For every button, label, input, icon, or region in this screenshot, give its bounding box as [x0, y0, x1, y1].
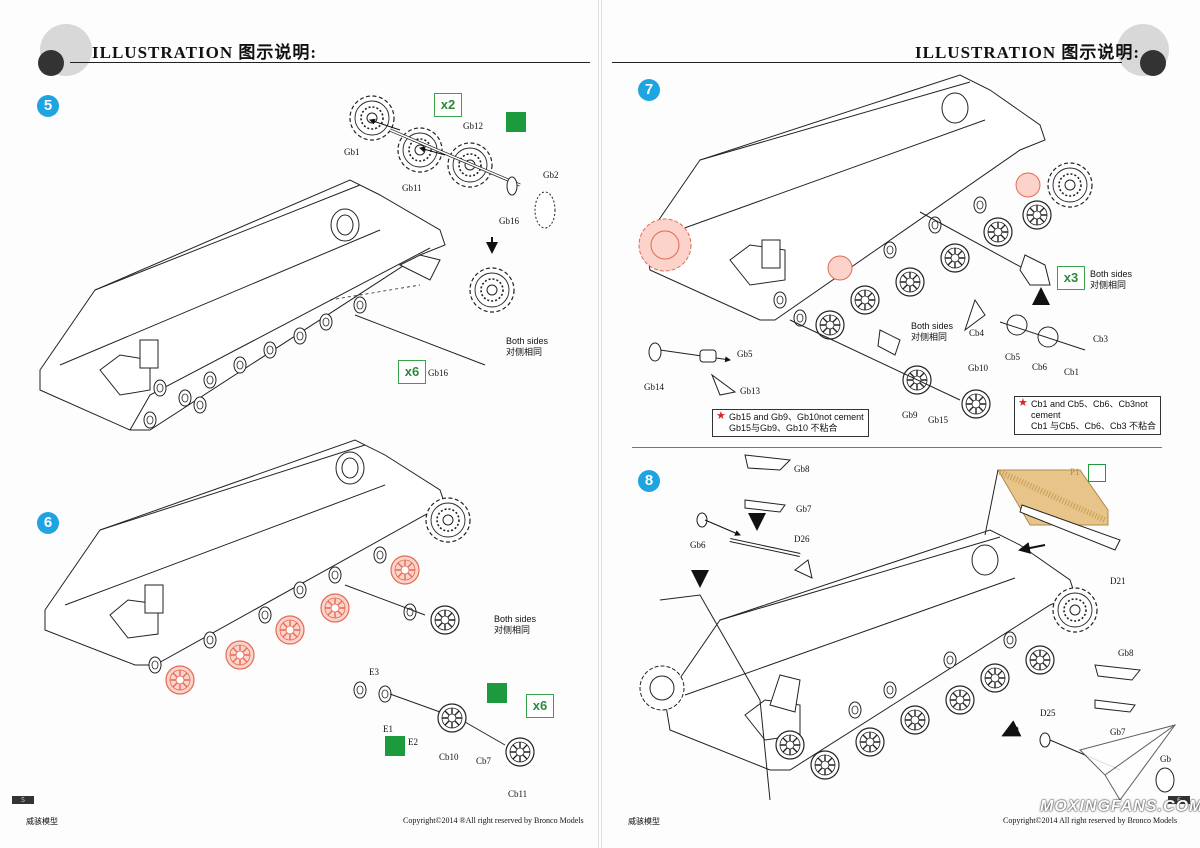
page-title-left: ILLUSTRATION 图示说明:	[92, 43, 318, 62]
part-label: Gb15	[928, 415, 948, 425]
step-6-glue-icon	[487, 683, 507, 703]
part-label: E3	[369, 667, 379, 677]
part-label: Gb1	[344, 147, 360, 157]
header-rule	[612, 62, 1122, 63]
part-label: Gb2	[543, 170, 559, 180]
page-number-right: 6	[1168, 796, 1190, 804]
header-decor-dot	[38, 50, 64, 76]
part-label: Cb10	[439, 752, 459, 762]
footer-brand-left: 威骇模型	[26, 817, 58, 826]
part-label: Gb8	[794, 464, 810, 474]
part-label: D25	[1040, 708, 1056, 718]
step-5-qty-x6: x6	[398, 360, 426, 384]
part-label: Cb5	[1005, 352, 1021, 362]
step-5-hull	[39, 179, 446, 431]
part-label: Cb1	[1064, 367, 1080, 377]
footer-brand-right: 威骇模型	[628, 817, 660, 826]
step-7-warning-cb1: ★ Cb1 and Cb5、Cb6、Cb3not cement Cb1 与Cb5…	[1014, 396, 1162, 435]
page-title-right: ILLUSTRATION 图示说明:	[915, 43, 1141, 62]
step-6-tool-icon	[385, 736, 405, 756]
page-number-left: 5	[12, 796, 34, 804]
footer-copyright-right: Copyright©2014 All right reserved by Bro…	[1003, 816, 1178, 825]
part-label: Cb6	[1032, 362, 1048, 372]
part-label: Gb9	[902, 410, 918, 420]
part-label: Gb11	[402, 183, 422, 193]
step-6-badge: 6	[37, 512, 59, 534]
part-label: Gb12	[463, 121, 483, 131]
step-6-note-en: Both sides	[494, 614, 537, 624]
step-8-parts	[639, 454, 1175, 801]
step-5-note-cn: 对侧相同	[506, 347, 543, 357]
part-label: E2	[408, 737, 418, 747]
step-6-qty-x6: x6	[526, 694, 554, 718]
part-label: Gb16	[428, 368, 448, 378]
part-label: Gb7	[1110, 727, 1126, 737]
part-label: Gb7	[796, 504, 812, 514]
part-label: Gb10	[968, 363, 988, 373]
part-label: Gb16	[499, 216, 519, 226]
step-7-badge: 7	[638, 79, 660, 101]
step-separator	[632, 447, 1162, 448]
step-7-hull	[644, 74, 1046, 321]
header-rule	[70, 62, 590, 63]
step-7-note-cn: 对侧相同	[1090, 280, 1127, 290]
footer-copyright-left: Copyright©2014 ®All right reserved by Br…	[403, 816, 584, 825]
part-label: Cb3	[1093, 334, 1109, 344]
part-label: D26	[794, 534, 810, 544]
step-7-note2-en: Both sides	[911, 321, 954, 331]
part-label: Gb8	[1118, 648, 1134, 658]
step-7-note2-cn: 对侧相同	[911, 332, 948, 342]
step-7-warning-gb15: ★ Gb15 and Gb9、Gb10not cement Gb15与Gb9、G…	[712, 409, 869, 437]
step-5-badge: 5	[37, 95, 59, 117]
step-5-sprocket-assembly	[329, 95, 556, 366]
step-7-parts	[638, 162, 1093, 419]
part-label: E1	[383, 724, 393, 734]
step-6-wheels	[148, 497, 535, 767]
part-label: P1	[1070, 467, 1080, 477]
step-8-paint-icon	[1088, 464, 1106, 482]
step-7-qty-x3: x3	[1057, 266, 1085, 290]
step-5-qty-x2: x2	[434, 93, 462, 117]
watermark-text: MOXINGFANS.COM	[1040, 798, 1200, 815]
part-label: Cb4	[969, 328, 985, 338]
part-label: Gb	[1160, 754, 1171, 764]
part-label: D21	[1110, 576, 1126, 586]
step-6-note-cn: 对侧相同	[494, 625, 531, 635]
header-decor-dot	[1140, 50, 1166, 76]
warning-star-icon: ★	[716, 410, 726, 422]
step-8-badge: 8	[638, 470, 660, 492]
step-5-note-en: Both sides	[506, 336, 549, 346]
part-label: Cb11	[508, 789, 528, 799]
step-5-glue-icon	[506, 112, 526, 132]
warning-star-icon: ★	[1018, 397, 1028, 409]
step-7-note-en: Both sides	[1090, 269, 1133, 279]
part-label: Gb5	[737, 349, 753, 359]
part-label: Gb13	[740, 386, 760, 396]
part-label: Cb7	[476, 756, 492, 766]
left-page: ILLUSTRATION 图示说明: 5 6	[0, 0, 599, 848]
part-label: Gb14	[644, 382, 664, 392]
part-label: Gb6	[690, 540, 706, 550]
watermark-logo	[1079, 724, 1177, 801]
